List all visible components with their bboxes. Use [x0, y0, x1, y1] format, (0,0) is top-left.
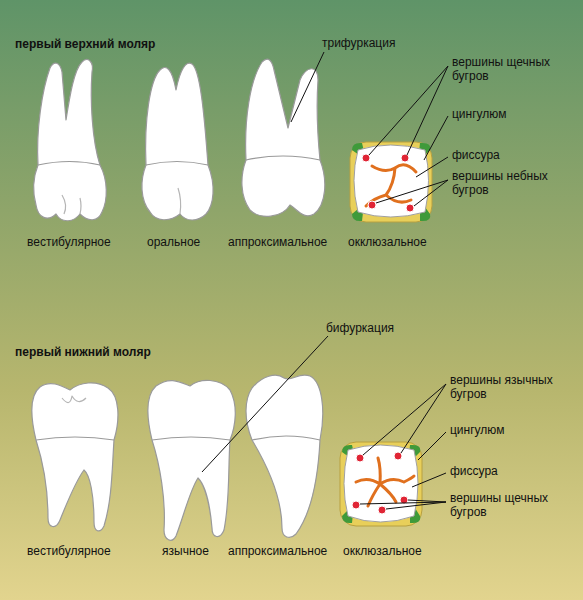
part-label: трифуркация — [322, 37, 395, 51]
part-label: вершины язычных бугров — [450, 374, 572, 402]
view-label: вестибулярное — [27, 545, 111, 559]
part-label: фиссура — [450, 465, 498, 479]
part-label: вершины щечных бугров — [450, 492, 572, 520]
part-label: цингулюм — [450, 424, 504, 438]
view-label: окклюзальное — [343, 545, 422, 559]
view-label: вестибулярное — [27, 236, 111, 250]
view-label: аппроксимальное — [228, 545, 327, 559]
view-label: окклюзальное — [348, 236, 427, 250]
part-label: цингулюм — [452, 108, 506, 122]
part-label: вершины щечных бугров — [452, 56, 574, 84]
view-label: аппроксимальное — [228, 236, 327, 250]
part-label: фиссура — [452, 149, 500, 163]
part-label: вершины небных бугров — [452, 170, 574, 198]
view-label: язычное — [162, 545, 209, 559]
view-label: оральное — [147, 236, 200, 250]
part-label: бифуркация — [326, 322, 394, 336]
section-heading: первый нижний моляр — [15, 346, 151, 360]
section-heading: первый верхний моляр — [15, 38, 155, 52]
